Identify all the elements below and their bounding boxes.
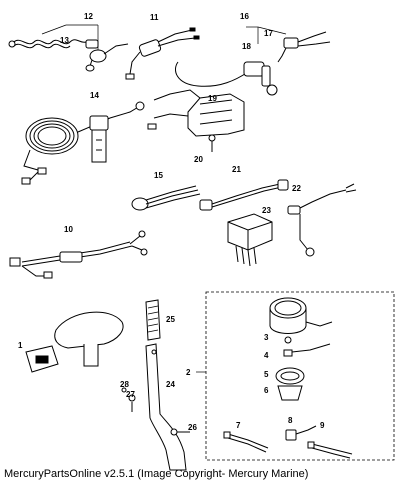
part-1-remote-housing bbox=[25, 311, 124, 373]
part-12-13-lanyard-coil bbox=[8, 39, 129, 72]
part-8-connector bbox=[285, 425, 317, 441]
callout-9: 9 bbox=[320, 421, 325, 430]
callout-5: 5 bbox=[264, 370, 269, 379]
callout-13: 13 bbox=[60, 36, 69, 45]
part-15-wire-bundle bbox=[131, 185, 201, 211]
callout-16: 16 bbox=[240, 12, 249, 21]
callout-11: 11 bbox=[150, 13, 159, 22]
callout-7: 7 bbox=[236, 421, 241, 430]
part-21-extension-cable bbox=[199, 179, 289, 211]
callout-15: 15 bbox=[154, 171, 163, 180]
part-10-long-harness bbox=[9, 230, 148, 279]
callout-19: 19 bbox=[208, 94, 217, 103]
callout-22: 22 bbox=[292, 184, 301, 193]
callout-14: 14 bbox=[90, 91, 99, 100]
callout-8: 8 bbox=[288, 416, 293, 425]
part-24-handle-lever bbox=[145, 343, 187, 471]
callout-18: 18 bbox=[242, 42, 251, 51]
callout-12: 12 bbox=[84, 12, 93, 21]
part-3-6-gauge bbox=[269, 297, 333, 401]
part-19-20-bracket bbox=[147, 89, 245, 152]
part-25-grip bbox=[145, 299, 161, 341]
callout-23: 23 bbox=[262, 206, 271, 215]
part-22-bent-cable bbox=[287, 183, 357, 257]
callout-labels: 12 13 11 16 17 18 14 19 20 15 21 22 23 1… bbox=[18, 12, 325, 432]
callout-3: 3 bbox=[264, 333, 269, 342]
callout-17: 17 bbox=[264, 29, 273, 38]
part-11-plug-harness bbox=[125, 27, 200, 80]
callout-2: 2 bbox=[186, 368, 191, 377]
callout-10: 10 bbox=[64, 225, 73, 234]
part-16-18-key-switch bbox=[175, 31, 331, 96]
part-9-wire bbox=[307, 441, 353, 459]
callout-4: 4 bbox=[264, 351, 269, 360]
callout-27: 27 bbox=[126, 390, 135, 399]
part-26-28-fasteners bbox=[121, 387, 190, 436]
part-2-kit-boundary bbox=[205, 291, 395, 461]
callout-21: 21 bbox=[232, 165, 241, 174]
callout-28: 28 bbox=[120, 380, 129, 389]
callout-24: 24 bbox=[166, 380, 175, 389]
callout-25: 25 bbox=[166, 315, 175, 324]
callout-1: 1 bbox=[18, 341, 23, 350]
callout-6: 6 bbox=[264, 386, 269, 395]
part-23-control-box bbox=[227, 213, 273, 267]
callout-26: 26 bbox=[188, 423, 197, 432]
callout-20: 20 bbox=[194, 155, 203, 164]
part-7-wire bbox=[223, 431, 269, 453]
copyright-caption: MercuryPartsOnline v2.5.1 (Image Copyrig… bbox=[4, 468, 309, 480]
part-14-cable-coil bbox=[21, 101, 145, 185]
